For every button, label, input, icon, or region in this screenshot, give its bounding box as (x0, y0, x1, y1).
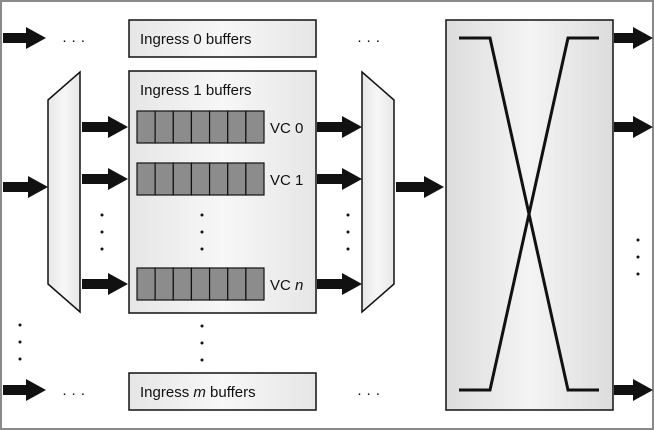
output-port-0-arrow (614, 27, 653, 49)
input-port-vertical-ellipsis (18, 323, 22, 361)
queue-slot (245, 110, 265, 144)
queue-slot (136, 267, 156, 301)
ingress-1-buffers-label: Ingress 1 buffers (140, 82, 251, 99)
vc-1-queue (136, 162, 265, 196)
ingress-m-buffers-label: Ingress m buffers (140, 384, 256, 401)
mux-vertical-ellipsis (346, 213, 350, 251)
top-right-ellipsis: · · · (357, 32, 380, 49)
bottom-left-ellipsis: · · · (62, 385, 85, 402)
vc-1-to-mux-arrow (317, 168, 362, 190)
demux-to-vc-n-arrow (82, 273, 128, 295)
crossbar-path-b (459, 36, 599, 392)
ingress-vertical-ellipsis (200, 324, 204, 362)
vc-n-label: VC n (270, 277, 303, 294)
vc-n-to-mux-arrow (317, 273, 362, 295)
vc-n-queue (136, 267, 265, 301)
top-left-ellipsis: · · · (62, 32, 85, 49)
queue-slot (245, 162, 265, 196)
output-port-m-arrow (614, 379, 653, 401)
demux-to-vc-1-arrow (82, 168, 128, 190)
ingress-0-input-arrow (3, 27, 46, 49)
demux-vertical-ellipsis (100, 213, 104, 251)
queue-slot (227, 162, 247, 196)
queue-slot (154, 267, 174, 301)
ingress-0-buffers-label: Ingress 0 buffers (140, 31, 251, 48)
queue-slot (154, 162, 174, 196)
queue-slot (190, 162, 211, 196)
queue-slot (245, 267, 265, 301)
ingress-m-buffers-box (128, 372, 317, 411)
ingress-0-buffers-box (128, 19, 317, 58)
queue-slot (136, 110, 156, 144)
queue-slot (208, 110, 229, 144)
queue-slot (172, 110, 193, 144)
queue-slot (136, 162, 156, 196)
queue-slot (154, 110, 174, 144)
vc-0-queue (136, 110, 265, 144)
mux-to-crossbar-arrow (396, 176, 444, 198)
queue-slot (172, 267, 193, 301)
vc-vertical-ellipsis (200, 213, 204, 251)
output-port-1-arrow (614, 116, 653, 138)
demux-to-vc-0-arrow (82, 116, 128, 138)
queue-slot (172, 162, 193, 196)
queue-slot (190, 110, 211, 144)
queue-slot (208, 162, 229, 196)
queue-slot (190, 267, 211, 301)
output-port-vertical-ellipsis (636, 238, 640, 276)
vc-0-to-mux-arrow (317, 116, 362, 138)
bottom-right-ellipsis: · · · (357, 385, 380, 402)
vc-0-label: VC 0 (270, 120, 303, 137)
vc-1-label: VC 1 (270, 172, 303, 189)
arrows (3, 27, 653, 401)
queue-slot (227, 267, 247, 301)
ingress-m-input-arrow (3, 379, 46, 401)
queue-slot (208, 267, 229, 301)
vc-multiplexer (361, 70, 395, 314)
ingress-1-input-arrow (3, 176, 48, 198)
queue-slot (227, 110, 247, 144)
input-demultiplexer (47, 70, 81, 314)
